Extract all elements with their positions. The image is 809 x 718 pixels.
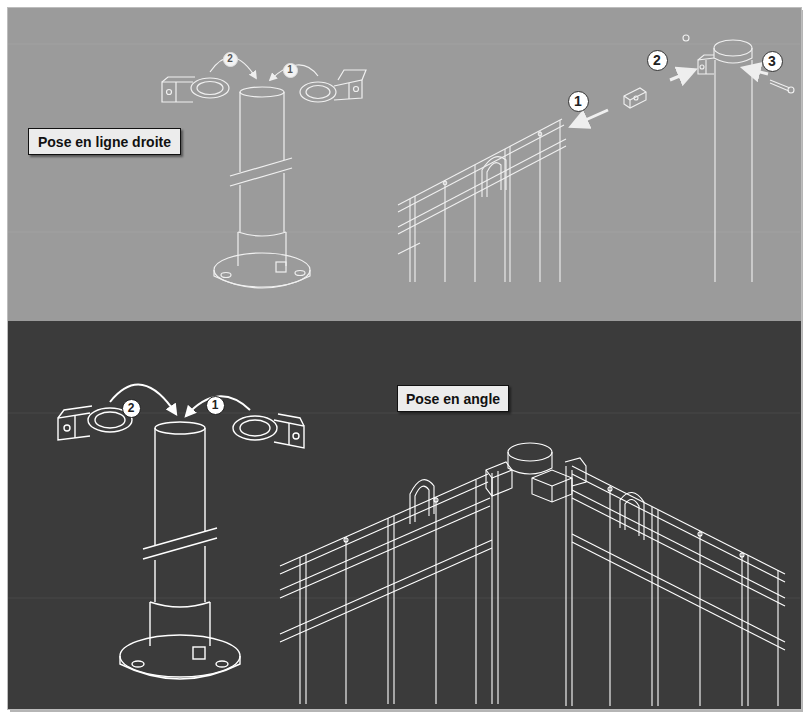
section-title: Pose en ligne droite — [38, 134, 171, 150]
callout-number: 2 — [122, 399, 141, 418]
callout-number: 2 — [223, 52, 238, 67]
callout-number: 3 — [762, 51, 783, 72]
callout-number: 2 — [647, 50, 668, 71]
title-label-box: Pose en ligne droite — [28, 128, 181, 155]
callout-number: 1 — [568, 91, 589, 112]
post-straight — [162, 57, 366, 288]
top-panel — [7, 7, 802, 322]
title-label-box: Pose en angle — [397, 385, 509, 412]
fence-straight — [398, 35, 794, 282]
bottom-panel — [7, 321, 802, 710]
section-title: Pose en angle — [406, 391, 500, 407]
callout-number: 1 — [283, 63, 298, 78]
fence-angle — [280, 443, 785, 706]
callout-number: 1 — [206, 396, 225, 415]
post-angle — [58, 385, 304, 679]
